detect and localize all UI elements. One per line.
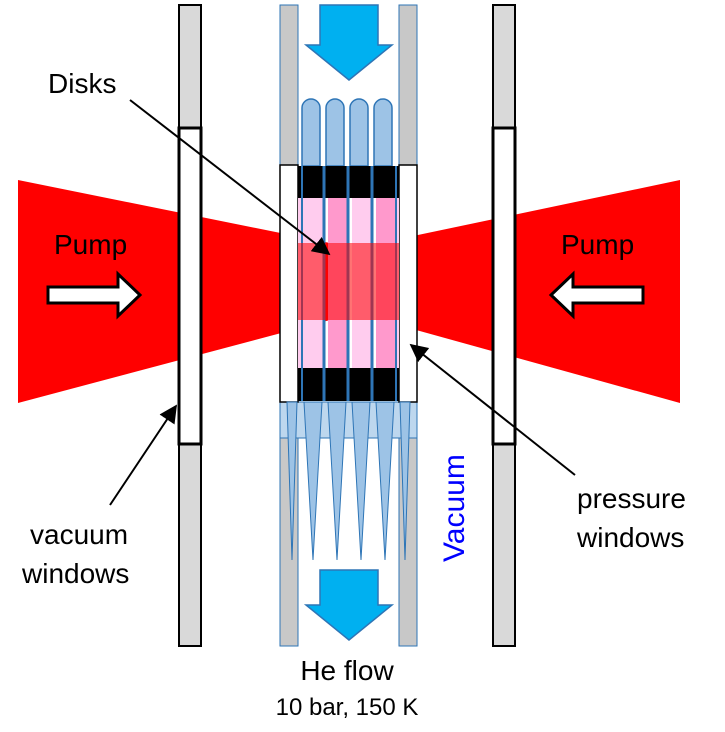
coolant-fin xyxy=(327,401,347,561)
arrow-right-icon xyxy=(46,270,143,320)
pressure-wall-right-top xyxy=(398,4,418,166)
arrow-down-icon xyxy=(303,569,395,641)
pump-beam-through-disks xyxy=(298,243,399,320)
arrow-left-icon xyxy=(548,270,645,320)
vacuum-windows-leader-line xyxy=(109,404,177,506)
pump-label-right: Pump xyxy=(561,229,634,260)
vacuum-windows-label-line1: vacuum xyxy=(30,519,128,550)
he-flow-label: He flow xyxy=(300,655,394,686)
arrow-down-icon xyxy=(303,4,395,81)
pump-beam-left xyxy=(18,180,330,403)
pressure-window-right xyxy=(398,164,418,403)
coolant-channel xyxy=(373,98,393,167)
pressure-windows-label-line1: pressure xyxy=(577,483,686,514)
coolant-fin xyxy=(286,401,298,561)
pressure-windows-label-line2: windows xyxy=(576,522,684,553)
pump-label-left: Pump xyxy=(54,229,127,260)
vacuum-label: Vacuum xyxy=(438,454,471,562)
coolant-fin xyxy=(303,401,323,561)
coolant-channel xyxy=(325,98,345,167)
coolant-fin xyxy=(351,401,371,561)
pressure-wall-left-top xyxy=(279,4,299,166)
vacuum-windows-label-line2: windows xyxy=(21,558,129,589)
coolant-fin xyxy=(375,401,395,561)
coolant-channels xyxy=(301,98,393,167)
vacuum-window-right xyxy=(491,126,517,446)
coolant-channel xyxy=(349,98,369,167)
disks-label: Disks xyxy=(48,68,116,99)
coolant-channel xyxy=(301,98,321,167)
coolant-region-lower xyxy=(279,401,418,439)
pressure-windows-leader-line xyxy=(409,343,576,476)
coolant-fin xyxy=(399,401,411,561)
pump-beam-right xyxy=(380,180,680,403)
disks-leader-line xyxy=(129,99,331,256)
coolant-fins xyxy=(286,401,411,561)
pressure-window-left xyxy=(279,164,299,403)
he-conditions-label: 10 bar, 150 K xyxy=(276,694,419,721)
vacuum-window-left xyxy=(177,126,203,446)
